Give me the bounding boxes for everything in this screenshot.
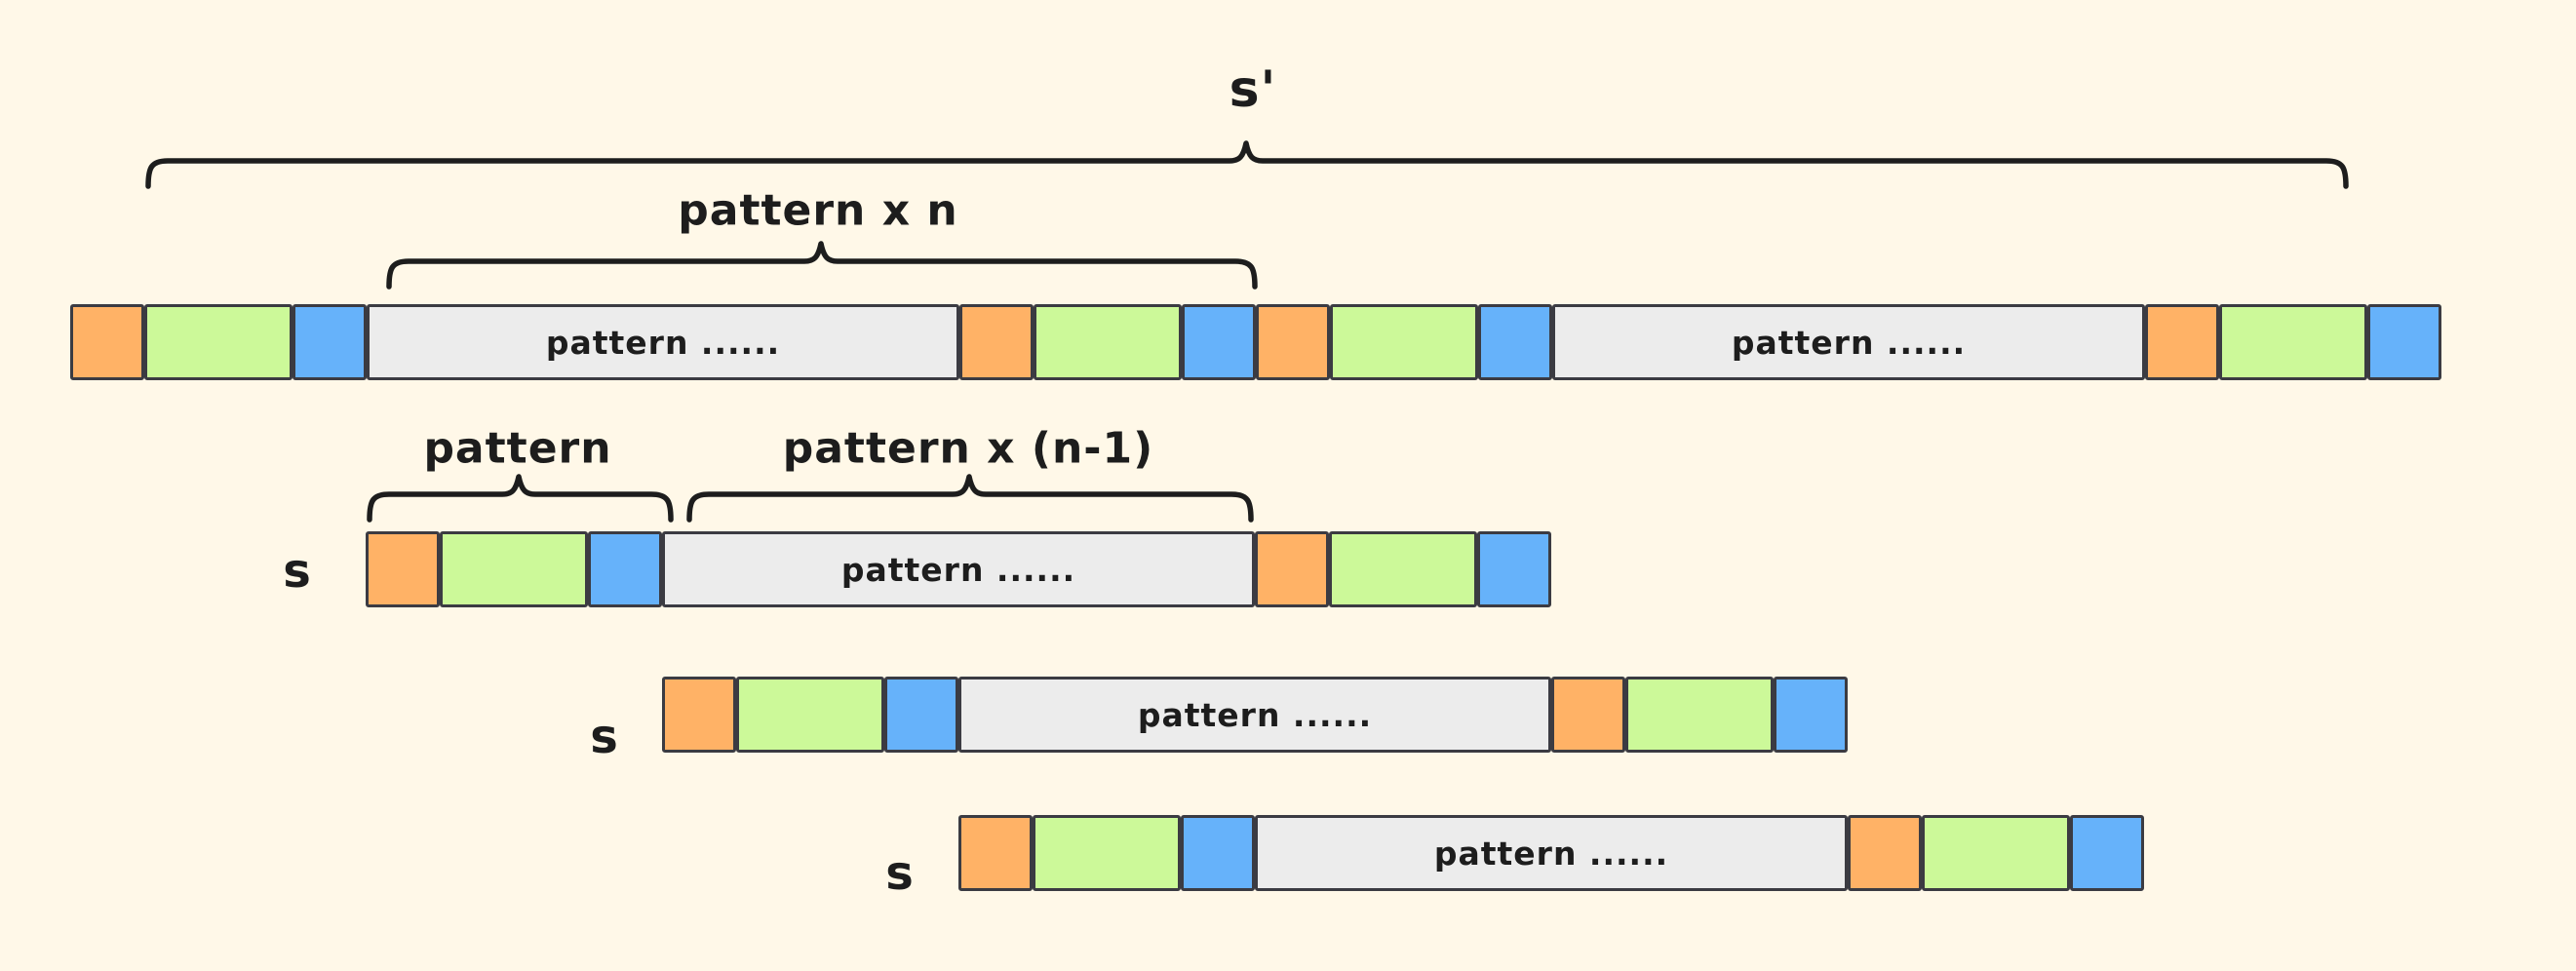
- segment-green: [1625, 677, 1774, 753]
- s-prime-label: s': [1229, 60, 1277, 119]
- segment-pattern: pattern ......: [1552, 304, 2145, 380]
- segment-green: [1330, 304, 1478, 380]
- s-label-2: s: [590, 710, 619, 764]
- segment-green: [144, 304, 293, 380]
- segment-pattern: pattern ......: [958, 677, 1551, 753]
- segment-pattern: pattern ......: [662, 531, 1255, 607]
- segment-orange: [1848, 815, 1922, 891]
- segment-blue: [1774, 677, 1848, 753]
- pattern-ellipsis-text: pattern ......: [1731, 323, 1967, 362]
- s-label-1: s: [283, 544, 312, 599]
- pattern-x-n-minus-1-brace: [686, 474, 1254, 523]
- segment-orange: [366, 531, 440, 607]
- segment-blue: [884, 677, 958, 753]
- pattern-ellipsis-text: pattern ......: [1433, 834, 1669, 873]
- segment-blue: [2367, 304, 2441, 380]
- segment-orange: [662, 677, 736, 753]
- segment-blue: [588, 531, 662, 607]
- segment-green: [1034, 304, 1182, 380]
- segment-green: [736, 677, 884, 753]
- segment-pattern: pattern ......: [1255, 815, 1848, 891]
- segment-blue: [2070, 815, 2144, 891]
- pattern-x-n-brace: [386, 241, 1258, 290]
- segment-green: [1329, 531, 1477, 607]
- s-prime-brace: [145, 140, 2349, 189]
- s-label-3: s: [885, 846, 915, 901]
- s-bar-1: pattern ......: [366, 531, 1551, 607]
- segment-orange: [2145, 304, 2219, 380]
- segment-orange: [1256, 304, 1330, 380]
- pattern-ellipsis-text: pattern ......: [545, 323, 781, 362]
- segment-blue: [1181, 815, 1255, 891]
- segment-blue: [1182, 304, 1256, 380]
- pattern-label: pattern: [423, 423, 612, 474]
- segment-orange: [70, 304, 144, 380]
- pattern-ellipsis-text: pattern ......: [840, 550, 1076, 589]
- s-bar-3: pattern ......: [958, 815, 2144, 891]
- segment-orange: [1255, 531, 1329, 607]
- segment-green: [440, 531, 588, 607]
- pattern-x-n-minus-1-label: pattern x (n-1): [782, 423, 1154, 474]
- segment-green: [1033, 815, 1181, 891]
- segment-pattern: pattern ......: [367, 304, 959, 380]
- s-prime-bar: pattern ...... pattern ......: [70, 304, 2441, 380]
- s-bar-2: pattern ......: [662, 677, 1848, 753]
- segment-blue: [1477, 531, 1551, 607]
- segment-green: [1922, 815, 2070, 891]
- segment-orange: [959, 304, 1034, 380]
- pattern-brace: [367, 474, 674, 523]
- segment-green: [2219, 304, 2367, 380]
- pattern-x-n-label: pattern x n: [678, 185, 958, 236]
- segment-blue: [293, 304, 367, 380]
- segment-orange: [1551, 677, 1625, 753]
- segment-blue: [1478, 304, 1552, 380]
- pattern-ellipsis-text: pattern ......: [1137, 695, 1373, 734]
- segment-orange: [958, 815, 1033, 891]
